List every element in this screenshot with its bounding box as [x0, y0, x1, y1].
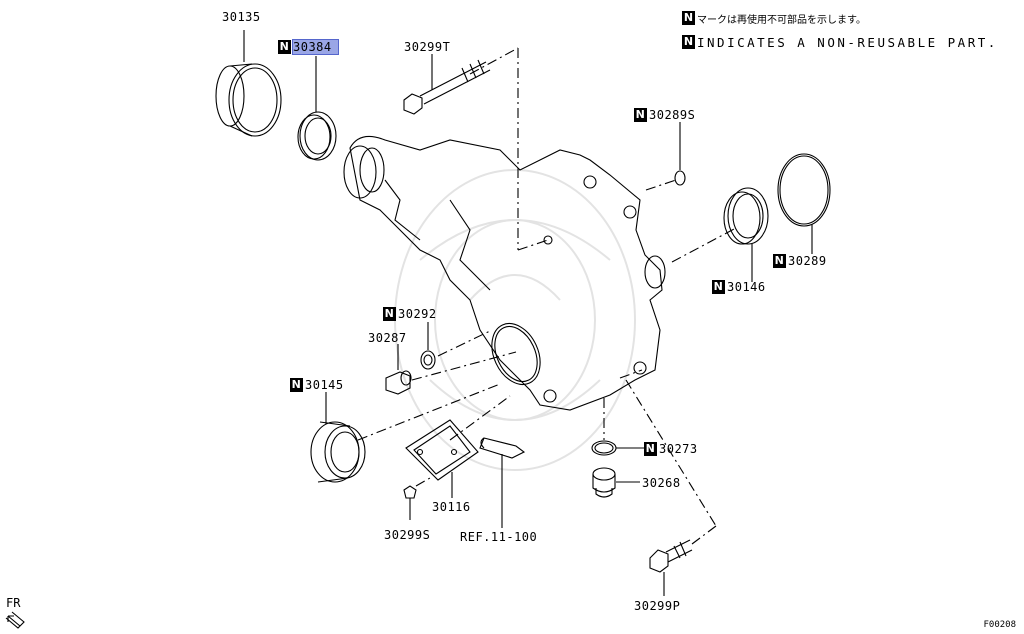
part-30299T-bolt — [403, 54, 491, 115]
non-reusable-badge-icon: N — [278, 40, 291, 54]
part-30292-washer — [420, 322, 436, 370]
non-reusable-badge-icon: N — [682, 11, 695, 25]
part-30116-cover — [405, 419, 479, 498]
part-30289S-oring — [674, 122, 686, 186]
non-reusable-badge-icon: N — [383, 307, 396, 321]
part-transfer-case — [343, 135, 666, 411]
watermark-logo — [394, 169, 636, 471]
label-30268[interactable]: 30268 — [642, 476, 681, 490]
part-30299P-bolt — [649, 539, 693, 596]
label-30299T[interactable]: 30299T — [404, 40, 451, 54]
label-30135[interactable]: 30135 — [222, 10, 261, 24]
non-reusable-badge-icon: N — [682, 35, 695, 49]
fr-direction-label: FR — [6, 596, 21, 610]
non-reusable-badge-icon: N — [773, 254, 786, 268]
label-ref-11-100[interactable]: REF.11-100 — [460, 530, 538, 544]
label-30299S[interactable]: 30299S — [384, 528, 431, 542]
part-30145-seal — [310, 392, 366, 483]
label-30287[interactable]: 30287 — [368, 331, 407, 345]
part-30287-plug — [385, 344, 412, 395]
non-reusable-badge-icon: N — [712, 280, 725, 294]
non-reusable-badge-icon: N — [644, 442, 657, 456]
part-30299S-bolt — [403, 485, 417, 520]
figure-code: F00208 — [983, 620, 1016, 630]
part-30268-plug — [592, 467, 640, 498]
non-reusable-badge-icon: N — [290, 378, 303, 392]
non-reusable-badge-icon: N — [634, 108, 647, 122]
label-30299P[interactable]: 30299P — [634, 599, 681, 613]
part-center-oring — [491, 322, 541, 386]
highlighted-part-number: 30384 — [292, 39, 339, 55]
part-30289-oring — [777, 153, 831, 254]
part-30135-sleeve — [215, 30, 282, 137]
part-30146-seal — [723, 187, 769, 282]
fr-arrow-icon — [5, 611, 25, 629]
part-30384-seal — [297, 56, 337, 161]
part-ref-strainer — [479, 437, 526, 528]
dashed-leaders — [357, 47, 737, 545]
part-30273-gasket — [591, 440, 644, 456]
label-30116[interactable]: 30116 — [432, 500, 471, 514]
